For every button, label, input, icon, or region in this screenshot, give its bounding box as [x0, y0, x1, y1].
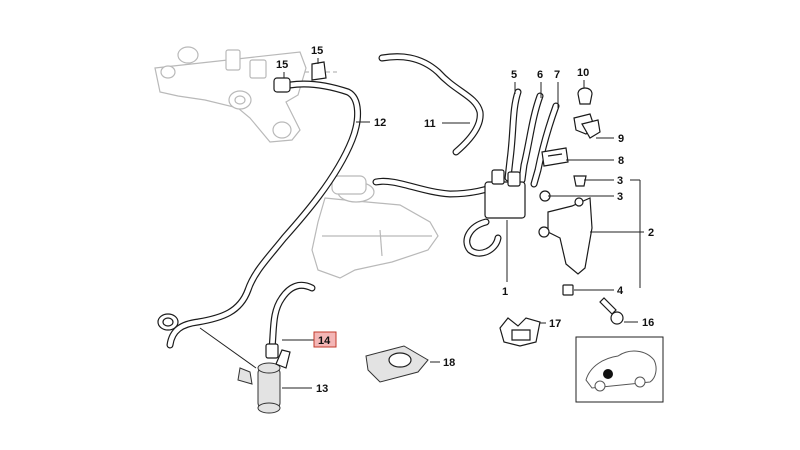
clip-17 [499, 317, 541, 347]
callout-16: 16 [642, 317, 654, 329]
callout-12: 12 [374, 117, 386, 129]
callout-2: 2 [648, 227, 654, 239]
water-pump-13 [237, 349, 291, 414]
callout-7: 7 [554, 69, 560, 81]
hose-14 [265, 281, 316, 359]
callout-10: 10 [577, 67, 589, 79]
hose-11 [378, 53, 484, 156]
callout-14-highlight: 14 [313, 331, 337, 348]
clip-4 [562, 284, 574, 296]
callout-15a: 15 [276, 59, 288, 71]
callout-13: 13 [316, 383, 328, 395]
vehicle-location-inset [575, 336, 664, 403]
mount-18 [365, 345, 429, 383]
hose-12 [157, 80, 361, 349]
callout-14: 14 [318, 335, 331, 347]
callout-5: 5 [511, 69, 517, 81]
callout-labels: 1 2 3 3 4 5 6 7 8 9 10 11 12 13 14 15 15… [276, 45, 654, 395]
callout-6: 6 [537, 69, 543, 81]
callout-3b: 3 [617, 191, 623, 203]
expansion-tank-ghost [311, 175, 439, 279]
clamp-15-right [311, 61, 327, 81]
bracket-2 [538, 197, 593, 275]
callout-9: 9 [618, 133, 624, 145]
exhaust-manifold-ghost [154, 46, 340, 143]
callout-11: 11 [424, 118, 436, 130]
callout-18: 18 [443, 357, 455, 369]
callout-3a: 3 [617, 175, 623, 187]
location-marker [603, 369, 613, 379]
valve-block-1 [463, 169, 526, 257]
grommets-3 [539, 175, 587, 202]
callout-17: 17 [549, 318, 561, 330]
callout-15b: 15 [311, 45, 323, 57]
clamps-8-9-10 [541, 87, 601, 167]
bolt-16 [599, 297, 624, 325]
callout-8: 8 [618, 155, 624, 167]
pipes-5-6-7 [504, 88, 560, 188]
hose-valve-supply [372, 177, 504, 198]
callout-4: 4 [617, 285, 624, 297]
clamp-15-left [273, 77, 291, 93]
leader-lines [199, 58, 644, 389]
callout-1: 1 [502, 286, 508, 298]
